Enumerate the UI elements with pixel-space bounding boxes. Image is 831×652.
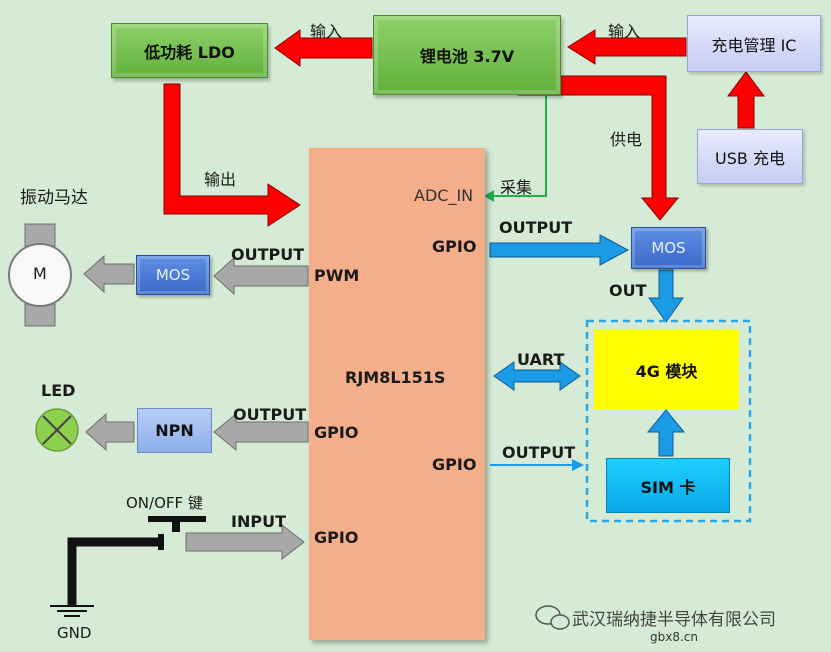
ground-symbol [50, 605, 94, 617]
label-uart: UART [517, 350, 565, 369]
arrow-battery-to-ldo [274, 29, 373, 67]
label-output-ldo: 输出 [204, 170, 237, 189]
mos-left-label: MOS [155, 266, 191, 284]
watermark-site: gbx8.cn [650, 630, 698, 644]
label-out: OUT [609, 281, 647, 300]
pin-pwm: PWM [314, 266, 360, 285]
npn-box: NPN [137, 408, 212, 453]
mos-box-top: MOS [631, 227, 706, 269]
led-symbol [35, 408, 79, 452]
mos-box-left: MOS [136, 255, 210, 295]
arrow-ldo-to-mcu [163, 83, 301, 227]
arrow-head-adc [484, 190, 494, 202]
mcu-box [309, 148, 485, 640]
label-output-gpio: OUTPUT [502, 443, 576, 462]
label-led: LED [41, 381, 76, 400]
pin-gpio-input: GPIO [314, 528, 359, 547]
label-motor-title: 振动马达 [20, 188, 88, 208]
sim-box: SIM 卡 [606, 458, 730, 513]
label-gnd: GND [57, 624, 92, 642]
label-supply: 供电 [610, 130, 643, 149]
module-dashed-border [585, 319, 752, 523]
label-sample: 采集 [500, 178, 533, 197]
label-input-ldo: 输入 [310, 22, 343, 41]
arrow-key-to-gpio [185, 523, 305, 561]
label-input-key: INPUT [231, 512, 286, 531]
arrow-gpio-to-mos [489, 234, 630, 266]
label-output-npn: OUTPUT [233, 405, 307, 424]
label-output-pwm: OUTPUT [231, 245, 305, 264]
charge-ic-box: 充电管理 IC [687, 15, 821, 72]
pin-adc-in: ADC_IN [414, 186, 474, 205]
arrow-head-gpio-to-4g [572, 459, 584, 471]
line-battery-to-adc [492, 96, 547, 197]
arrow-npn-to-led [85, 412, 135, 452]
mcu-label: RJM8L151S [345, 368, 446, 387]
arrow-pwm-to-mos [213, 256, 309, 296]
pin-gpio-led: GPIO [314, 423, 359, 442]
module-4g-box: 4G 模块 [594, 330, 739, 409]
pin-gpio-top: GPIO [432, 237, 477, 256]
mos-top-label: MOS [651, 239, 686, 257]
arrow-battery-to-mos [517, 75, 680, 221]
pin-gpio-right: GPIO [432, 455, 477, 474]
switch-symbol [67, 516, 206, 605]
label-output-mos: OUTPUT [499, 218, 573, 237]
charge-ic-label: 充电管理 IC [711, 35, 797, 55]
battery-box: 锂电池 3.7V [373, 15, 561, 95]
watermark-company: 武汉瑞纳捷半导体有限公司 [572, 610, 776, 630]
npn-label: NPN [155, 421, 194, 440]
arrow-gpio-to-npn [213, 412, 309, 452]
usb-label: USB 充电 [715, 148, 785, 168]
sim-label: SIM 卡 [640, 477, 696, 497]
motor-symbol [8, 223, 72, 327]
battery-label: 锂电池 3.7V [419, 47, 515, 66]
module-4g-label: 4G 模块 [635, 361, 698, 381]
ldo-label: 低功耗 LDO [144, 42, 235, 62]
label-input-charge: 输入 [608, 22, 641, 41]
motor-label: M [33, 264, 47, 283]
wechat-icon [535, 605, 570, 630]
arrow-sim-to-4g [646, 409, 686, 457]
arrow-charge-to-battery [567, 29, 687, 65]
arrow-mos-to-motor [83, 254, 135, 294]
arrow-usb-to-charge [727, 71, 765, 129]
usb-box: USB 充电 [697, 129, 803, 184]
arrow-uart-bidirectional [493, 361, 581, 391]
arrow-mos-to-4g [648, 269, 684, 323]
label-onoff: ON/OFF 键 [126, 494, 203, 512]
ldo-box: 低功耗 LDO [111, 23, 268, 78]
